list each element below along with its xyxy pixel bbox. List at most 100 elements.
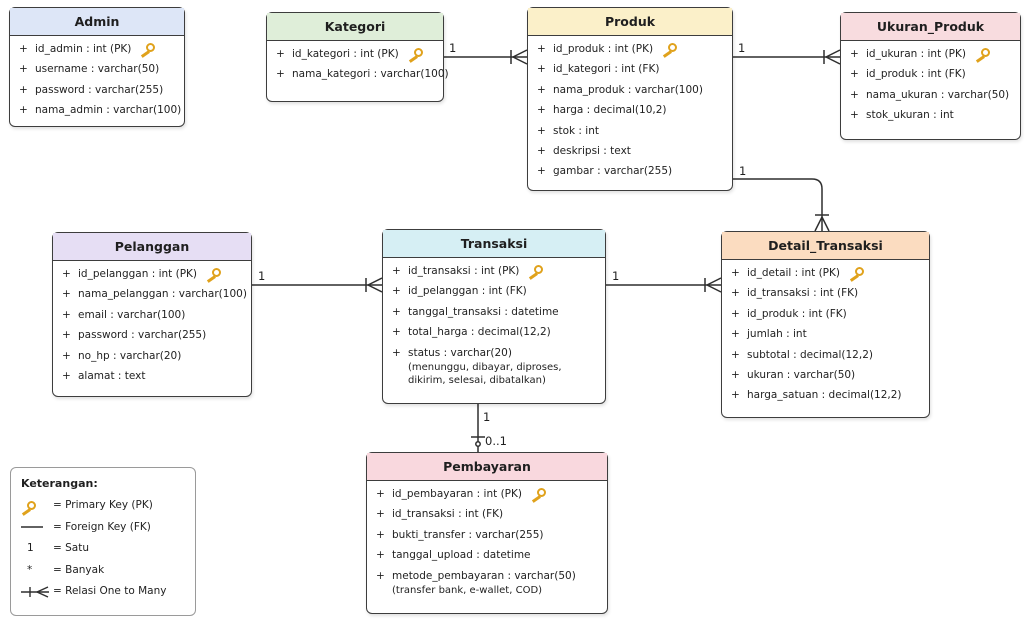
attribute-text: alamat : text xyxy=(78,370,146,383)
plus-icon: + xyxy=(731,389,740,402)
attribute-row: +harga_satuan : decimal(12,2) xyxy=(731,385,921,405)
attribute-row: +username : varchar(50) xyxy=(19,59,176,79)
attribute-text: stok_ukuran : int xyxy=(866,109,954,122)
cardinality-pelanggan-one: 1 xyxy=(258,269,266,283)
plus-icon: + xyxy=(62,308,71,321)
plus-icon: + xyxy=(850,48,859,60)
attribute-row: +stok : int xyxy=(537,121,724,141)
entity-pembayaran-attributes: +id_pembayaran : int (PK)+id_transaksi :… xyxy=(367,481,607,603)
plus-icon: + xyxy=(376,569,385,582)
attribute-row: +alamat : text xyxy=(62,366,243,386)
attribute-row: +email : varchar(100) xyxy=(62,305,243,325)
plus-icon: + xyxy=(392,265,401,277)
attribute-text: password : varchar(255) xyxy=(78,329,207,342)
legend-row-one-to-many: = Relasi One to Many xyxy=(21,581,185,603)
attribute-text: nama_ukuran : varchar(50) xyxy=(866,88,1010,101)
entity-admin: Admin +id_admin : int (PK)+username : va… xyxy=(9,7,185,127)
entity-pembayaran: Pembayaran +id_pembayaran : int (PK)+id_… xyxy=(366,452,608,614)
attribute-note: (menunggu, dibayar, diproses, dikirim, s… xyxy=(408,362,562,387)
key-icon xyxy=(140,43,156,58)
crowfoot-icon xyxy=(21,586,49,598)
entity-kategori-attributes: +id_kategori : int (PK)+nama_kategori : … xyxy=(267,41,449,89)
attribute-row: +id_pelanggan : int (PK) xyxy=(62,264,243,284)
plus-icon: + xyxy=(731,369,740,382)
entity-produk-attributes: +id_produk : int (PK)+id_kategori : int … xyxy=(528,36,732,186)
entity-pelanggan: Pelanggan +id_pelanggan : int (PK)+nama_… xyxy=(52,232,252,397)
attribute-text: total_harga : decimal(12,2) xyxy=(408,326,551,339)
attribute-text: ukuran : varchar(50) xyxy=(747,369,856,382)
plus-icon: + xyxy=(731,307,740,320)
attribute-row: +id_kategori : int (FK) xyxy=(537,59,724,79)
attribute-row: +gambar : varchar(255) xyxy=(537,161,724,181)
plus-icon: + xyxy=(731,348,740,361)
attribute-note: (transfer bank, e-wallet, COD) xyxy=(392,585,543,597)
legend-many-label: = Banyak xyxy=(53,563,105,576)
attribute-row: +id_pelanggan : int (FK) xyxy=(392,281,597,301)
attribute-row: +id_transaksi : int (FK) xyxy=(731,283,921,303)
entity-kategori-title: Kategori xyxy=(267,13,443,41)
attribute-row: +id_pembayaran : int (PK) xyxy=(376,484,599,504)
key-icon xyxy=(975,48,990,63)
attribute-row: +nama_produk : varchar(100) xyxy=(537,80,724,100)
cardinality-produk-detail-one: 1 xyxy=(739,164,747,178)
entity-ukuran-produk: Ukuran_Produk +id_ukuran : int (PK)+id_p… xyxy=(840,12,1021,140)
entity-detail-transaksi: Detail_Transaksi +id_detail : int (PK)+i… xyxy=(721,231,930,418)
plus-icon: + xyxy=(392,326,401,339)
attribute-row: +password : varchar(255) xyxy=(19,80,176,100)
attribute-text: status : varchar(20) xyxy=(408,346,512,359)
attribute-row: +tanggal_upload : datetime xyxy=(376,545,599,565)
attribute-text: id_detail : int (PK) xyxy=(747,267,840,279)
plus-icon: + xyxy=(731,328,740,341)
attribute-row: +id_produk : int (PK) xyxy=(537,39,724,59)
attribute-text: id_admin : int (PK) xyxy=(35,43,132,55)
plus-icon: + xyxy=(19,43,28,55)
plus-icon: + xyxy=(537,165,546,178)
plus-icon: + xyxy=(62,329,71,342)
plus-icon: + xyxy=(392,346,401,359)
plus-icon: + xyxy=(392,285,401,298)
cardinality-produk-ukuran-one: 1 xyxy=(738,41,746,55)
legend-one-label: = Satu xyxy=(53,542,90,554)
plus-icon: + xyxy=(276,48,285,60)
attribute-text: no_hp : varchar(20) xyxy=(78,349,182,362)
attribute-text: nama_produk : varchar(100) xyxy=(553,83,703,96)
legend-one-to-many-label: = Relasi One to Many xyxy=(53,585,167,597)
attribute-text: nama_kategori : varchar(100) xyxy=(292,68,449,81)
attribute-row: +deskripsi : text xyxy=(537,141,724,161)
attribute-row: +harga : decimal(10,2) xyxy=(537,100,724,120)
attribute-text: subtotal : decimal(12,2) xyxy=(747,348,873,361)
plus-icon: + xyxy=(376,528,385,541)
attribute-row: +jumlah : int xyxy=(731,324,921,344)
attribute-row: +tanggal_transaksi : datetime xyxy=(392,302,597,322)
plus-icon: + xyxy=(850,68,859,81)
attribute-text: id_kategori : int (PK) xyxy=(292,48,399,60)
key-icon xyxy=(662,43,678,58)
attribute-text: id_kategori : int (FK) xyxy=(553,63,660,76)
plus-icon: + xyxy=(731,267,740,279)
key-icon xyxy=(21,500,36,516)
attribute-row: + password : varchar(255) xyxy=(62,325,243,345)
attribute-row: +id_transaksi : int (PK) xyxy=(392,261,597,281)
attribute-text: id_produk : int (FK) xyxy=(866,68,966,81)
attribute-row: +nama_pelanggan : varchar(100) xyxy=(62,284,247,304)
entity-kategori: Kategori +id_kategori : int (PK)+nama_ka… xyxy=(266,12,449,102)
attribute-row: + ukuran : varchar(50) xyxy=(731,365,921,385)
relation-pelanggan-transaksi xyxy=(252,277,383,293)
cardinality-kategori-one: 1 xyxy=(449,41,457,55)
legend-row-one: 1 = Satu xyxy=(21,538,185,560)
plus-icon: + xyxy=(19,104,28,117)
attribute-text: metode_pembayaran : varchar(50) xyxy=(392,569,576,582)
legend-row-foreign-key: = Foreign Key (FK) xyxy=(21,517,185,539)
attribute-row: + status : varchar(20) xyxy=(392,343,597,363)
cardinality-pembayaran-zero-or-one: 0..1 xyxy=(485,434,507,448)
attribute-text: id_produk : int (FK) xyxy=(747,307,847,320)
entity-ukuran-produk-attributes: +id_ukuran : int (PK)+id_produk : int (F… xyxy=(841,41,1020,130)
line-icon xyxy=(21,526,43,528)
plus-icon: + xyxy=(376,508,385,521)
plus-icon: + xyxy=(19,63,28,76)
plus-icon: + xyxy=(537,145,546,158)
plus-icon: + xyxy=(850,88,859,101)
legend-primary-key-label: = Primary Key (PK) xyxy=(53,499,153,511)
attribute-text: password : varchar(255) xyxy=(35,83,164,96)
